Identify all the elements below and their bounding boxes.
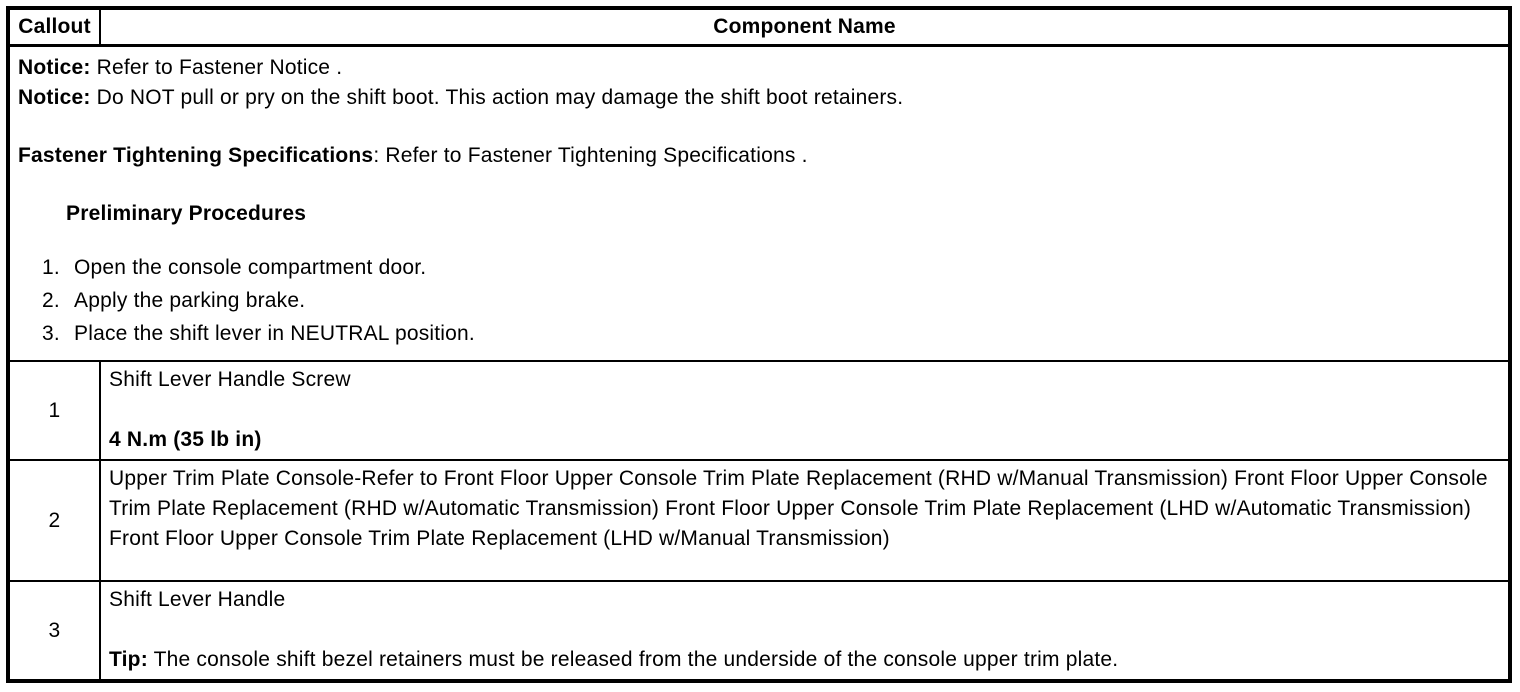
preliminary-procedures-title: Preliminary Procedures	[66, 202, 307, 225]
callout-number: 2	[7, 459, 101, 582]
tip-text: The console shift bezel retainers must b…	[153, 648, 1119, 671]
component-cell: Upper Trim Plate Console-Refer to Front …	[99, 459, 1511, 582]
notice-row: Notice: Refer to Fastener Notice . Notic…	[7, 44, 1511, 362]
tip-label: Tip:	[109, 648, 148, 671]
preliminary-step: Apply the parking brake.	[66, 284, 1498, 317]
table-row: 1 Shift Lever Handle Screw 4 N.m (35 lb …	[7, 360, 1511, 461]
component-name-text: Shift Lever Handle	[109, 588, 286, 611]
table-row: 3 Shift Lever Handle Tip: The console sh…	[7, 580, 1511, 682]
notice-text: Refer to Fastener Notice .	[96, 56, 343, 79]
torque-spec-text: 4 N.m (35 lb in)	[109, 428, 262, 451]
component-cell: Shift Lever Handle Screw 4 N.m (35 lb in…	[99, 360, 1511, 461]
callout-number: 1	[7, 360, 101, 461]
callout-column-header: Callout	[7, 7, 101, 47]
notice-line: Notice: Do NOT pull or pry on the shift …	[18, 83, 1498, 113]
component-name-text: Shift Lever Handle Screw	[109, 368, 351, 391]
notice-section: Notice: Refer to Fastener Notice . Notic…	[7, 44, 1511, 362]
table-row: 2 Upper Trim Plate Console-Refer to Fron…	[7, 459, 1511, 582]
component-name-column-header: Component Name	[99, 7, 1511, 47]
fastener-spec-text: : Refer to Fastener Tightening Specifica…	[373, 144, 808, 167]
fastener-spec-line: Fastener Tightening Specifications: Refe…	[18, 141, 1498, 171]
component-cell: Shift Lever Handle Tip: The console shif…	[99, 580, 1511, 682]
callout-number: 3	[7, 580, 101, 682]
notice-line: Notice: Refer to Fastener Notice .	[18, 53, 1498, 83]
notice-text: Do NOT pull or pry on the shift boot. Th…	[96, 86, 904, 109]
preliminary-step: Place the shift lever in NEUTRAL positio…	[66, 317, 1498, 350]
component-name-text: Upper Trim Plate Console-Refer to Front …	[109, 467, 1488, 550]
component-callout-table: Callout Component Name Notice: Refer to …	[6, 6, 1512, 683]
notice-label: Notice:	[18, 56, 91, 79]
notice-label: Notice:	[18, 86, 91, 109]
preliminary-step: Open the console compartment door.	[66, 251, 1498, 284]
table-header-row: Callout Component Name	[7, 7, 1511, 47]
tip-text-line: Tip: The console shift bezel retainers m…	[109, 645, 1494, 675]
preliminary-steps-list: Open the console compartment door. Apply…	[18, 251, 1498, 350]
fastener-spec-label: Fastener Tightening Specifications	[18, 144, 374, 167]
